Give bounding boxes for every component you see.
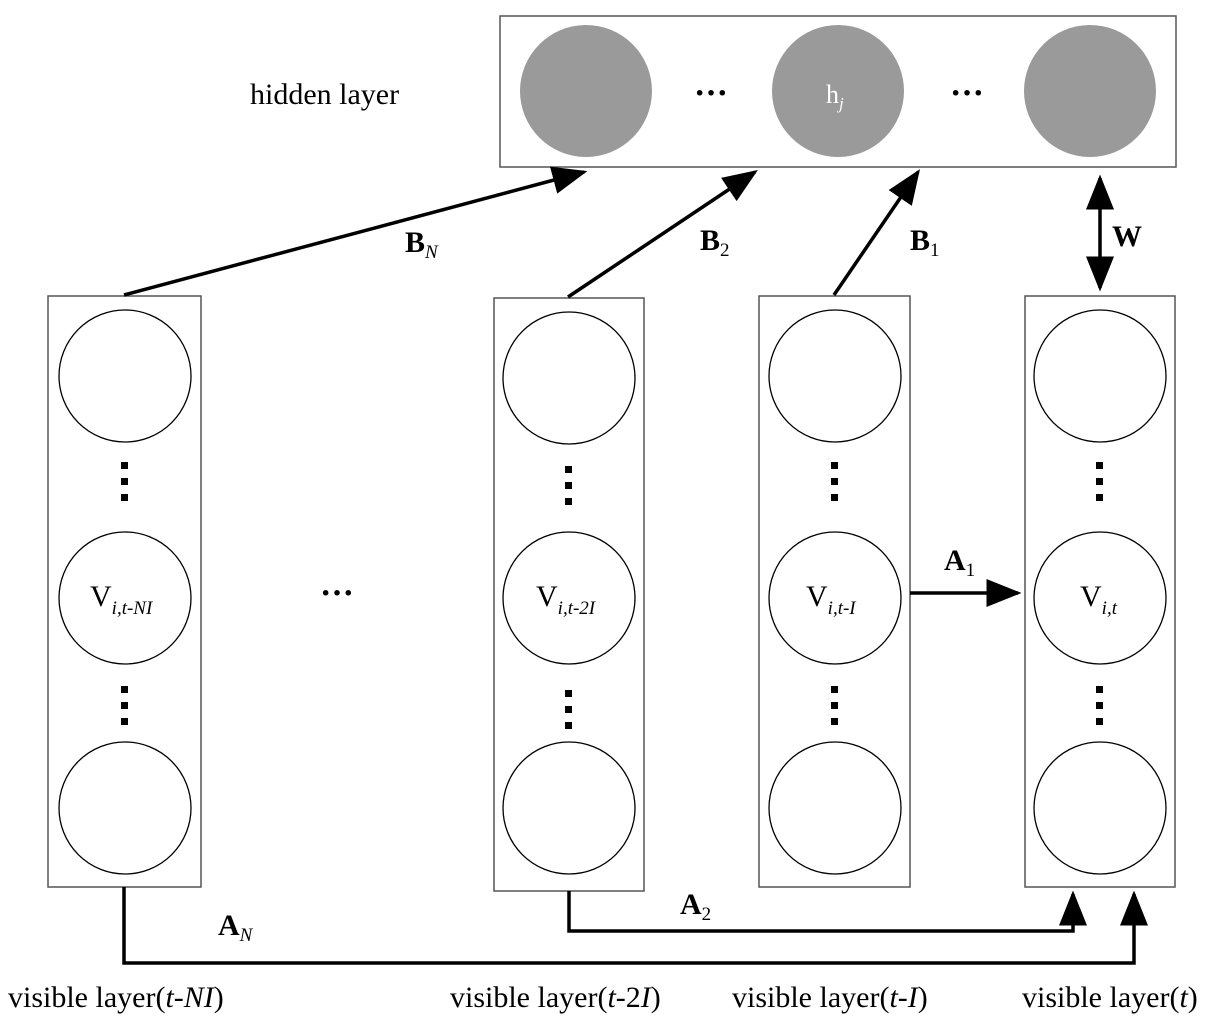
visible-node-top: [502, 311, 636, 445]
label-B1: B1: [910, 224, 940, 261]
visible-node-bottom: [1033, 741, 1167, 875]
visible-node-label-t: Vi,t: [1080, 580, 1118, 619]
label-B2: B2: [700, 224, 730, 261]
hidden-layer-label: hidden layer: [250, 78, 399, 111]
visible-node-bottom: [502, 741, 636, 875]
label-W: W: [1112, 220, 1142, 253]
label-AN: AN: [218, 909, 254, 946]
caption-visible-layer-t: visible layer(t): [1022, 981, 1198, 1014]
edge-BN: [123, 166, 588, 297]
caption-visible-layer-t-NI: visible layer(t-NI): [8, 981, 224, 1014]
edge-A2: [567, 890, 1087, 933]
visible-node-mid: [768, 531, 902, 665]
hidden-node-last: [1024, 25, 1156, 157]
hidden-ellipsis-right: ···: [950, 75, 984, 112]
vertical-ellipsis-dots: [121, 462, 1103, 729]
label-BN: BN: [405, 226, 439, 263]
visible-node-top: [768, 309, 902, 443]
hidden-node-j: [772, 25, 904, 157]
visible-node-bottom: [768, 741, 902, 875]
hidden-node-1: [520, 25, 652, 157]
edge-B2: [567, 170, 758, 299]
edge-B1: [832, 169, 920, 296]
caption-visible-layer-t-2I: visible layer(t-2I): [450, 981, 661, 1014]
visible-node-label-t-2I: Vi,t-2I: [536, 580, 597, 619]
visible-node-mid: [1033, 531, 1167, 665]
label-A1: A1: [944, 544, 975, 581]
hidden-ellipsis-left: ···: [694, 75, 728, 112]
visible-node-top: [58, 309, 192, 443]
label-A2: A2: [680, 888, 711, 925]
visible-node-label-t-NI: Vi,t-NI: [90, 580, 154, 619]
between-layers-ellipsis: ···: [320, 575, 354, 612]
visible-node-top: [1033, 309, 1167, 443]
visible-node-mid: [58, 531, 192, 665]
edge-AN: [122, 887, 1148, 965]
caption-visible-layer-t-I: visible layer(t-I): [732, 981, 928, 1014]
visible-node-bottom: [58, 741, 192, 875]
visible-node-mid: [502, 531, 636, 665]
visible-node-label-t-I: Vi,t-I: [806, 580, 857, 619]
hidden-node-label: hj: [826, 80, 844, 113]
